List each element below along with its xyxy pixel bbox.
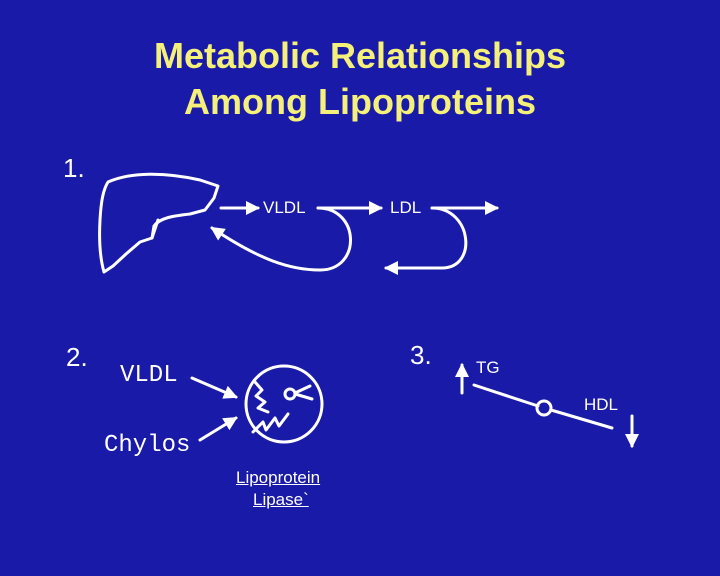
hdl-pathway-line-2	[549, 408, 614, 430]
lipase-stem-2	[293, 392, 314, 401]
panel2-number: 2.	[66, 342, 88, 372]
vldl-return-loop-arrow	[210, 206, 352, 272]
lipase-circle-icon	[244, 364, 324, 444]
chylos-to-lipase-arrow	[198, 416, 238, 442]
lipase-stem	[293, 384, 312, 395]
slide-title-line2: Among Lipoproteins	[184, 81, 536, 122]
lipase-zigzag-icon-2	[251, 412, 290, 434]
lipase-label-line1: Lipoprotein	[236, 468, 321, 487]
panel3-tg-label: TG	[476, 358, 500, 377]
panel1-number: 1.	[63, 153, 85, 183]
slide-title-line1: Metabolic Relationships	[153, 35, 567, 76]
panel3-hdl-label: HDL	[584, 395, 619, 414]
panel2-chylos-label: Chylos	[104, 432, 191, 459]
panel2-vldl-label: VLDL	[120, 362, 178, 389]
hdl-particle-icon	[535, 399, 553, 417]
panel1-vldl-label: VLDL	[263, 198, 306, 217]
panel1-ldl-label: LDL	[390, 198, 422, 217]
lipase-zigzag-icon	[253, 380, 270, 414]
hdl-pathway-line	[472, 383, 540, 408]
panel3-number: 3.	[410, 340, 432, 370]
ldl-return-loop-arrow	[384, 206, 468, 275]
liver-notch-icon	[150, 218, 160, 240]
liver-icon	[98, 172, 220, 274]
lipase-label-line2: Lipase`	[253, 490, 309, 509]
vldl-to-lipase-arrow	[190, 376, 238, 399]
